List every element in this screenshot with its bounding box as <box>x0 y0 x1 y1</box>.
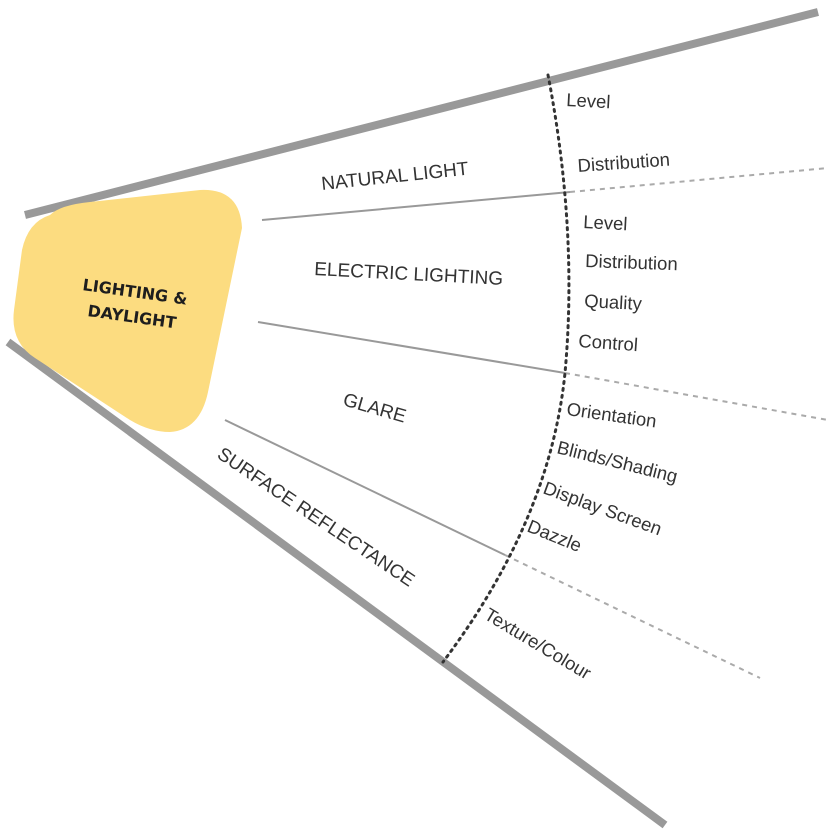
dashed-divider <box>569 167 828 193</box>
item-electric-level: Level <box>583 211 628 234</box>
item-electric-control: Control <box>578 330 639 355</box>
item-glare-orientation: Orientation <box>565 398 658 431</box>
dashed-divider <box>504 554 761 679</box>
divider-line <box>257 321 566 374</box>
category-electric-lighting: ELECTRIC LIGHTING <box>314 259 504 290</box>
category-natural-light: NATURAL LIGHT <box>320 159 470 195</box>
divider-line <box>261 191 571 221</box>
item-natural-distribution: Distribution <box>577 149 671 176</box>
divider-line <box>224 419 506 556</box>
bottom-boundary-line <box>5 338 668 829</box>
item-electric-quality: Quality <box>584 290 643 314</box>
item-surface-texture-colour: Texture/Colour <box>481 603 595 683</box>
category-glare: GLARE <box>341 390 409 428</box>
item-glare-dazzle: Dazzle <box>525 515 585 556</box>
top-boundary-line <box>24 8 819 219</box>
item-electric-distribution: Distribution <box>585 250 678 274</box>
dotted-arc <box>441 73 571 664</box>
item-glare-blinds-shading: Blinds/Shading <box>555 437 680 487</box>
item-natural-level: Level <box>566 89 611 112</box>
dashed-divider <box>564 372 828 421</box>
hub-shape <box>13 189 243 432</box>
